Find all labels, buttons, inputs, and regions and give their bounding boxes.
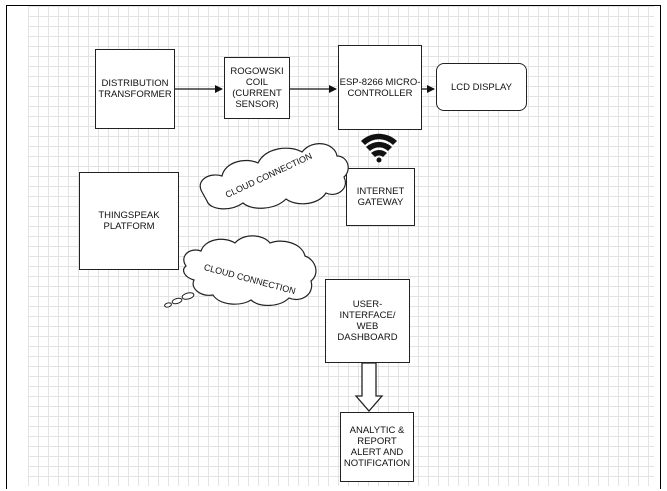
thingspeak-platform-box: THINGSPEAK PLATFORM [79, 172, 179, 270]
esp8266-controller-box: ESP-8266 MICRO- CONTROLLER [338, 45, 422, 130]
lcd-display-box: LCD DISPLAY [436, 63, 527, 111]
internet-gateway-box: INTERNET GATEWAY [346, 168, 415, 226]
upper-cloud-connection: CLOUD CONNECTION [199, 143, 349, 210]
rogowski-coil-box: ROGOWSKI COIL (CURRENT SENSOR) [224, 57, 290, 119]
lower-cloud-connection: CLOUD CONNECTION [164, 235, 317, 308]
distribution-transformer-box: DISTRIBUTION TRANSFORMER [95, 49, 175, 129]
diagram-frame [6, 5, 661, 489]
user-interface-dashboard-box: USER-INTERFACE/ WEB DASHBOARD [325, 279, 410, 363]
analytic-report-box: ANALYTIC & REPORT ALERT AND NOTIFICATION [340, 412, 414, 482]
arrow-dashboard-to-analytic [354, 362, 384, 412]
wifi-icon [361, 133, 397, 163]
